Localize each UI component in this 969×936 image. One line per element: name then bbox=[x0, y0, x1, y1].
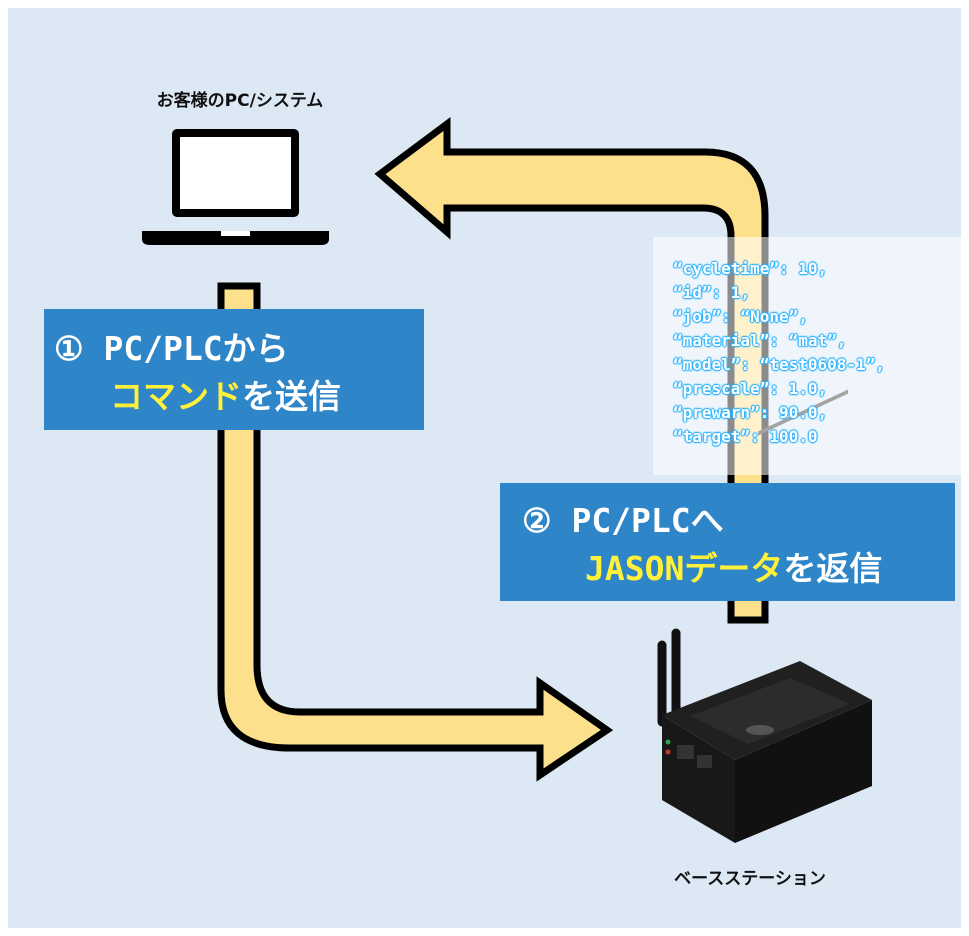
json-line: “model”: “test0608-1”, bbox=[673, 355, 885, 374]
json-line: “cycletime”: 10, bbox=[673, 259, 828, 278]
json-line: “id”: 1, bbox=[673, 283, 751, 302]
step2-callout: ② PC/PLCへ JASONデータを返信 bbox=[500, 483, 955, 601]
json-line: “material”: “mat”, bbox=[673, 331, 847, 350]
step1-title: ① PC/PLCから bbox=[54, 329, 289, 368]
step2-highlight: JASONデータ bbox=[585, 549, 784, 588]
json-line: “target”: 100.0 bbox=[673, 427, 818, 446]
step2-rest: を返信 bbox=[783, 549, 883, 588]
json-line: “prewarn”: 90.0, bbox=[673, 403, 828, 422]
json-line: “prescale”: 1.0, bbox=[673, 379, 828, 398]
arrow-pc-to-station bbox=[217, 282, 614, 782]
step2-title: ② PC/PLCへ bbox=[522, 501, 724, 540]
pc-system-label: お客様のPC/システム bbox=[156, 91, 324, 111]
step1-rest: を送信 bbox=[242, 377, 341, 416]
json-line: “job”: “None”, bbox=[673, 307, 808, 326]
arrow-station-to-pc bbox=[374, 117, 769, 624]
router-device-icon bbox=[657, 389, 872, 843]
step1-subtitle: コマンドを送信 bbox=[110, 377, 341, 417]
laptop-icon bbox=[142, 129, 329, 245]
step2-subtitle: JASONデータを返信 bbox=[585, 549, 882, 589]
base-station-label: ベースステーション bbox=[674, 869, 826, 889]
step1-highlight: コマンド bbox=[110, 377, 242, 416]
step1-callout: ① PC/PLCから コマンドを送信 bbox=[44, 309, 424, 430]
json-sample: “cycletime”: 10, “id”: 1, “job”: “None”,… bbox=[653, 237, 961, 475]
